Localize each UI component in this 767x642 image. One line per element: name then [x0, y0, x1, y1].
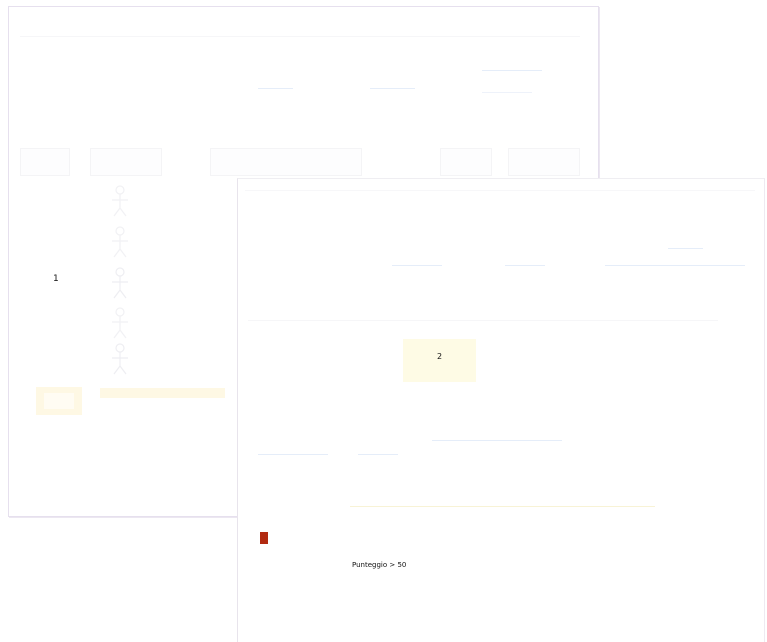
header-rule — [248, 320, 718, 321]
window-front — [237, 178, 765, 642]
tab[interactable] — [210, 148, 362, 176]
header-rule — [605, 265, 745, 266]
header-rule — [370, 88, 415, 89]
header-rule — [245, 190, 755, 191]
person-icon — [100, 266, 140, 300]
header-rule — [258, 454, 328, 455]
tab[interactable] — [440, 148, 492, 176]
person-icon — [100, 225, 140, 259]
tab-strip — [20, 146, 580, 176]
tab[interactable] — [508, 148, 580, 176]
header-rule — [392, 265, 442, 266]
marker-label-one: 1 — [53, 274, 59, 284]
header-rule — [505, 265, 545, 266]
header-rule — [20, 36, 580, 37]
score-threshold-label: Punteggio > 50 — [352, 561, 407, 569]
header-rule — [668, 248, 703, 249]
tab[interactable] — [90, 148, 162, 176]
tab[interactable] — [20, 148, 70, 176]
person-icon — [100, 184, 140, 218]
highlight-bar — [100, 388, 225, 398]
header-rule — [482, 70, 542, 71]
highlight-box: 2 — [403, 339, 476, 382]
red-square-icon — [260, 532, 268, 544]
header-rule — [432, 440, 562, 441]
header-rule — [482, 92, 532, 93]
header-rule — [258, 88, 293, 89]
person-icon — [100, 342, 140, 376]
person-icon — [100, 306, 140, 340]
marker-label-two: 2 — [436, 352, 443, 361]
highlight-block — [36, 387, 82, 415]
highlight-rule — [350, 506, 655, 507]
header-rule — [358, 454, 398, 455]
highlight-inner — [44, 393, 74, 409]
